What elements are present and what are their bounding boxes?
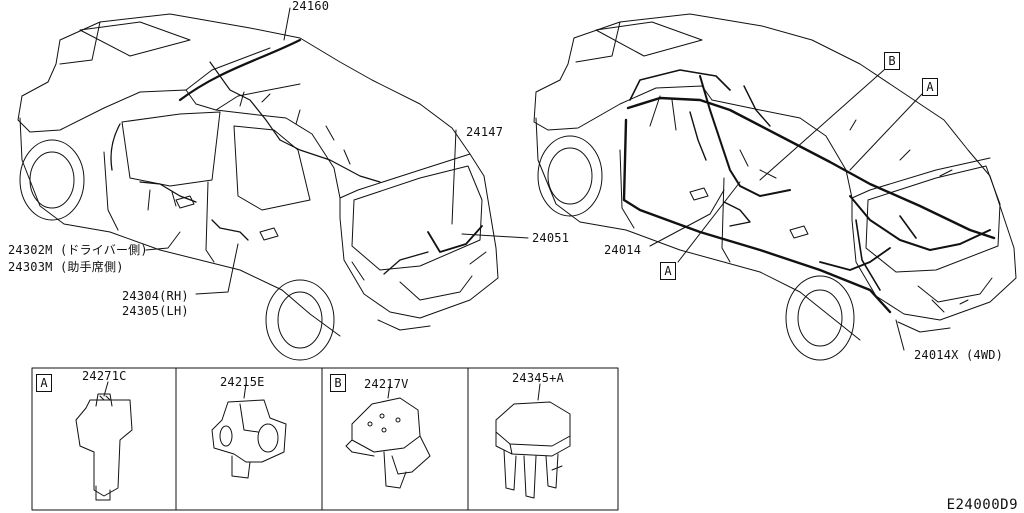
- part-24217v-drawing: [345, 383, 431, 489]
- callout-24160: 24160: [292, 0, 330, 13]
- part-24271c-drawing: [75, 381, 133, 501]
- callout-24051: 24051: [532, 231, 570, 245]
- part-24345a-label: 24345+A: [512, 371, 564, 385]
- callout-24014: 24014: [604, 243, 642, 257]
- left-vehicle: [17, 7, 529, 361]
- part-24217v-label: 24217V: [364, 377, 409, 391]
- panel-ref-a: A: [36, 374, 52, 392]
- ref-box-b: B: [884, 52, 900, 70]
- panel-ref-b: B: [330, 374, 346, 392]
- callout-24304: 24304(RH): [122, 289, 189, 303]
- callout-24303m: 24303M (助手席側): [8, 260, 124, 274]
- diagram-code: E24000D9: [946, 497, 1018, 513]
- callout-24302m: 24302M (ドライバー側): [8, 243, 148, 257]
- callout-24305: 24305(LH): [122, 304, 189, 318]
- part-24271c-label: 24271C: [82, 369, 127, 383]
- callout-24014x: 24014X (4WD): [914, 348, 1004, 362]
- detail-panels-frame: [31, 367, 619, 511]
- part-24215e-label: 24215E: [220, 375, 265, 389]
- right-vehicle: [533, 13, 1017, 361]
- part-24345a-drawing: [495, 383, 571, 499]
- callout-24147: 24147: [466, 125, 504, 139]
- part-24215e-drawing: [211, 383, 287, 479]
- ref-box-a-top: A: [922, 78, 938, 96]
- ref-box-a-bottom: A: [660, 262, 676, 280]
